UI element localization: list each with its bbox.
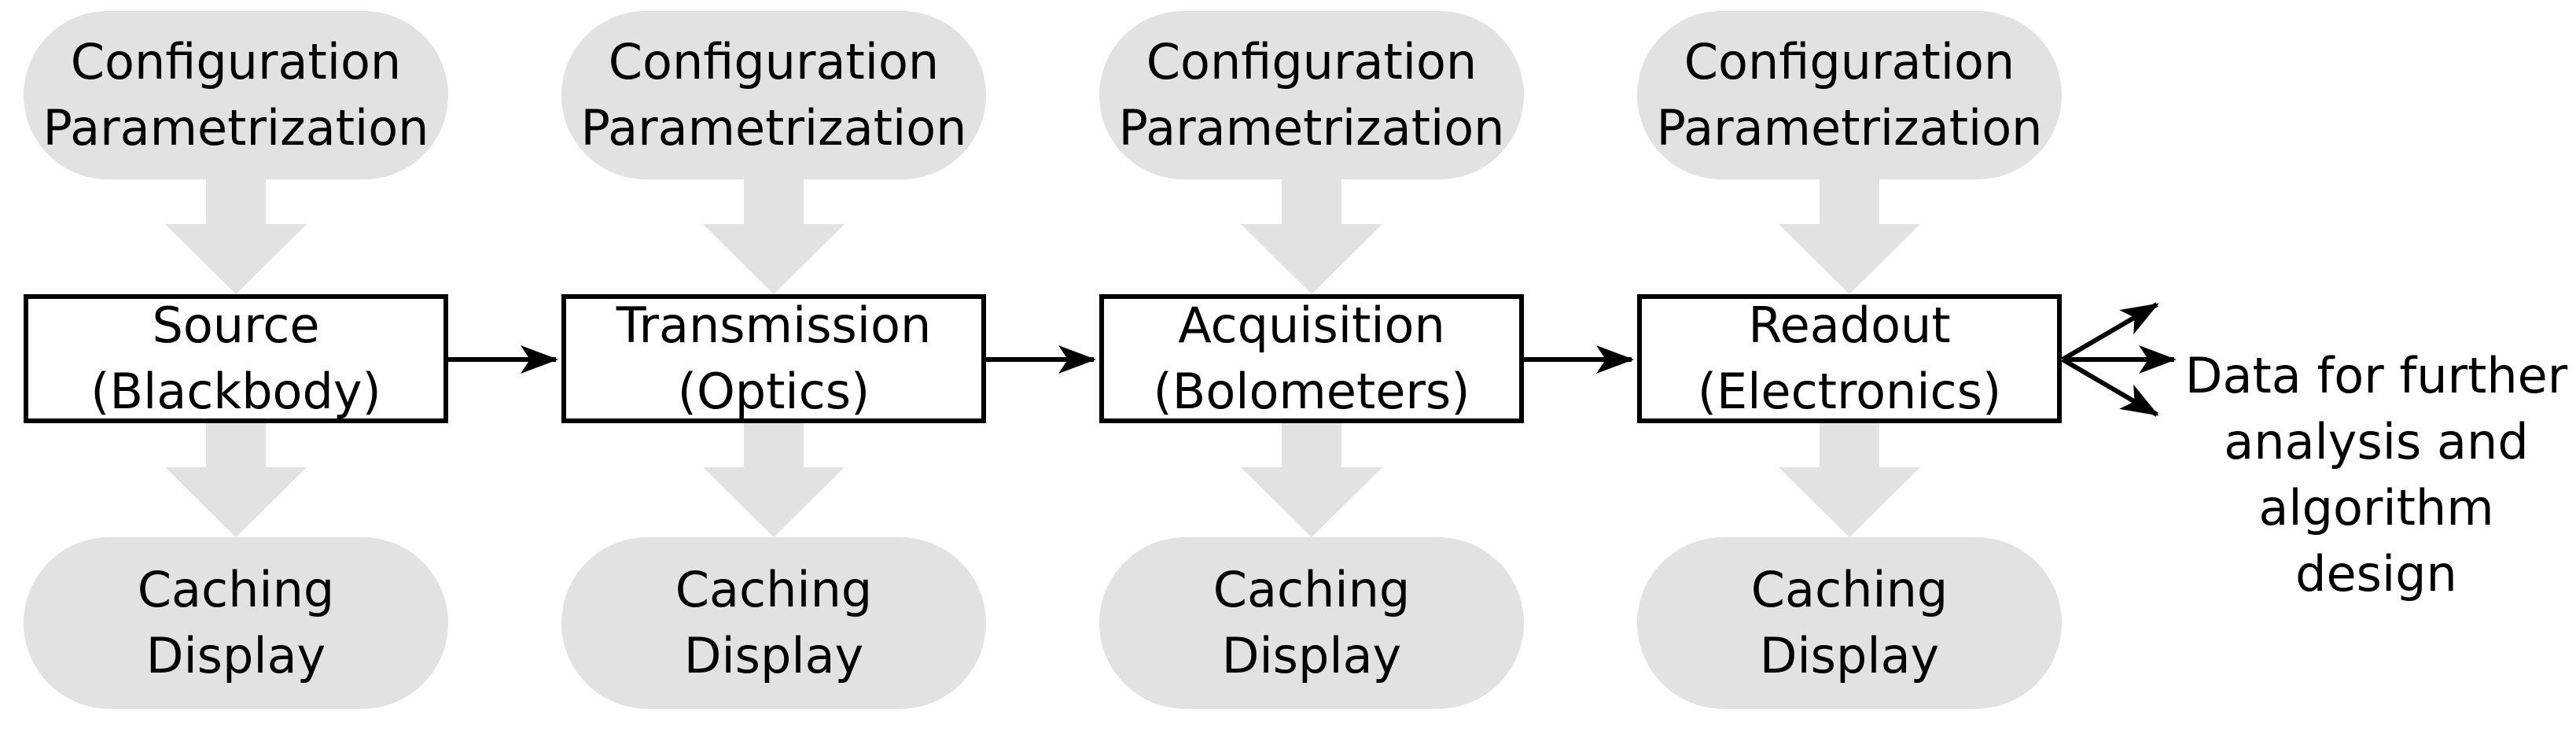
- source-to-transmission-arrow-icon: [447, 345, 558, 374]
- config-to-process-arrow-icon: [165, 179, 307, 294]
- caching-display-node: Caching Display: [1099, 537, 1524, 709]
- config-to-process-arrow-icon: [1779, 179, 1920, 294]
- caching-display-label: Caching Display: [1213, 561, 1411, 684]
- config-parametrization-label: Configuration Parametrization: [580, 33, 967, 157]
- caching-display-label: Caching Display: [675, 561, 873, 684]
- config-parametrization-label: Configuration Parametrization: [1656, 33, 2043, 157]
- process-node-acquisition: Acquisition (Bolometers): [1099, 294, 1524, 423]
- process-to-cache-arrow-icon: [1241, 423, 1382, 537]
- config-to-process-arrow-icon: [703, 179, 845, 294]
- caching-display-label: Caching Display: [137, 561, 335, 684]
- config-parametrization-node: Configuration Parametrization: [561, 11, 986, 179]
- output-note-label: Data for further analysis and algorithm …: [2184, 347, 2568, 603]
- config-to-process-arrow-icon: [1241, 179, 1382, 294]
- process-label: Acquisition (Bolometers): [1153, 297, 1470, 420]
- stage-readout: Configuration Parametrization Readout (E…: [1637, 0, 2062, 730]
- process-label: Readout (Electronics): [1697, 297, 2002, 420]
- stage-source: Configuration Parametrization Source (Bl…: [24, 0, 448, 730]
- stage-transmission: Configuration Parametrization Transmissi…: [561, 0, 986, 730]
- caching-display-node: Caching Display: [561, 537, 986, 709]
- output-note: Data for further analysis and algorithm …: [2177, 277, 2575, 607]
- transmission-to-acquisition-arrow-icon: [985, 345, 1096, 374]
- process-label: Source (Blackbody): [90, 297, 381, 420]
- caching-display-node: Caching Display: [1637, 537, 2062, 709]
- stage-acquisition: Configuration Parametrization Acquisitio…: [1099, 0, 1524, 730]
- config-parametrization-node: Configuration Parametrization: [1099, 11, 1524, 179]
- caching-display-label: Caching Display: [1750, 561, 1949, 684]
- config-parametrization-node: Configuration Parametrization: [24, 11, 448, 179]
- process-to-cache-arrow-icon: [165, 423, 307, 537]
- process-node-readout: Readout (Electronics): [1637, 294, 2062, 423]
- process-node-source: Source (Blackbody): [24, 294, 448, 423]
- caching-display-node: Caching Display: [24, 537, 448, 709]
- process-label: Transmission (Optics): [616, 297, 932, 420]
- process-to-cache-arrow-icon: [703, 423, 845, 537]
- config-parametrization-node: Configuration Parametrization: [1637, 11, 2062, 179]
- process-node-transmission: Transmission (Optics): [561, 294, 986, 423]
- config-parametrization-label: Configuration Parametrization: [42, 33, 429, 157]
- config-parametrization-label: Configuration Parametrization: [1118, 33, 1505, 157]
- output-fan-arrows-icon: [2061, 302, 2177, 417]
- process-to-cache-arrow-icon: [1779, 423, 1920, 537]
- acquisition-to-readout-arrow-icon: [1523, 345, 1634, 374]
